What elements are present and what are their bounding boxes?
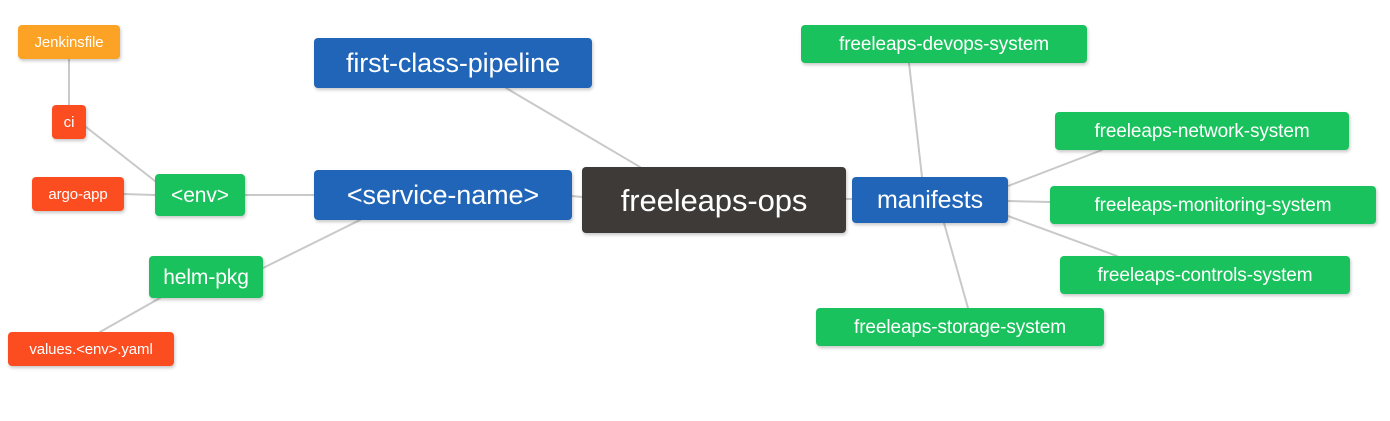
- node-label-freeleaps-devops-system: freeleaps-devops-system: [839, 33, 1049, 55]
- edge-manifests-to-freeleaps-devops-system: [908, 62, 923, 178]
- node-label-env: <env>: [171, 183, 229, 207]
- node-label-helm-pkg: helm-pkg: [163, 265, 249, 289]
- node-freeleaps-monitoring-system[interactable]: freeleaps-monitoring-system: [1050, 186, 1376, 224]
- node-freeleaps-network-system[interactable]: freeleaps-network-system: [1055, 112, 1349, 150]
- node-label-values-yaml: values.<env>.yaml: [29, 340, 153, 358]
- node-env[interactable]: <env>: [155, 174, 245, 216]
- node-label-argo-app: argo-app: [48, 185, 108, 203]
- node-freeleaps-controls-system[interactable]: freeleaps-controls-system: [1060, 256, 1350, 294]
- edge-service-name-to-freeleaps-ops: [571, 195, 583, 198]
- node-freeleaps-devops-system[interactable]: freeleaps-devops-system: [801, 25, 1087, 63]
- node-argo-app[interactable]: argo-app: [32, 177, 124, 211]
- node-label-freeleaps-ops: freeleaps-ops: [620, 182, 808, 218]
- node-label-freeleaps-storage-system: freeleaps-storage-system: [854, 316, 1066, 338]
- edge-service-name-to-helm-pkg: [262, 219, 361, 269]
- node-label-freeleaps-network-system: freeleaps-network-system: [1094, 120, 1310, 142]
- node-label-manifests: manifests: [876, 185, 984, 214]
- edge-manifests-to-freeleaps-storage-system: [943, 222, 969, 309]
- edge-first-class-pipeline-to-freeleaps-ops: [505, 87, 641, 168]
- node-helm-pkg[interactable]: helm-pkg: [149, 256, 263, 298]
- edge-manifests-to-freeleaps-network-system: [1007, 149, 1103, 187]
- edge-argo-app-to-env: [123, 193, 156, 196]
- node-label-freeleaps-monitoring-system: freeleaps-monitoring-system: [1094, 194, 1332, 216]
- node-label-jenkinsfile: Jenkinsfile: [34, 33, 104, 51]
- node-jenkinsfile[interactable]: Jenkinsfile: [18, 25, 120, 59]
- edge-ci-to-env: [85, 126, 156, 182]
- node-freeleaps-ops[interactable]: freeleaps-ops: [582, 167, 846, 233]
- node-ci[interactable]: ci: [52, 105, 86, 139]
- node-label-freeleaps-controls-system: freeleaps-controls-system: [1097, 264, 1313, 286]
- edge-manifests-to-freeleaps-monitoring-system: [1007, 200, 1051, 203]
- node-freeleaps-storage-system[interactable]: freeleaps-storage-system: [816, 308, 1104, 346]
- node-label-ci: ci: [63, 113, 75, 131]
- node-manifests[interactable]: manifests: [852, 177, 1008, 223]
- node-first-class-pipeline[interactable]: first-class-pipeline: [314, 38, 592, 88]
- node-service-name[interactable]: <service-name>: [314, 170, 572, 220]
- node-label-first-class-pipeline: first-class-pipeline: [345, 47, 561, 78]
- edge-helm-pkg-to-values-yaml: [99, 297, 161, 333]
- node-label-service-name: <service-name>: [346, 179, 540, 210]
- node-values-yaml[interactable]: values.<env>.yaml: [8, 332, 174, 366]
